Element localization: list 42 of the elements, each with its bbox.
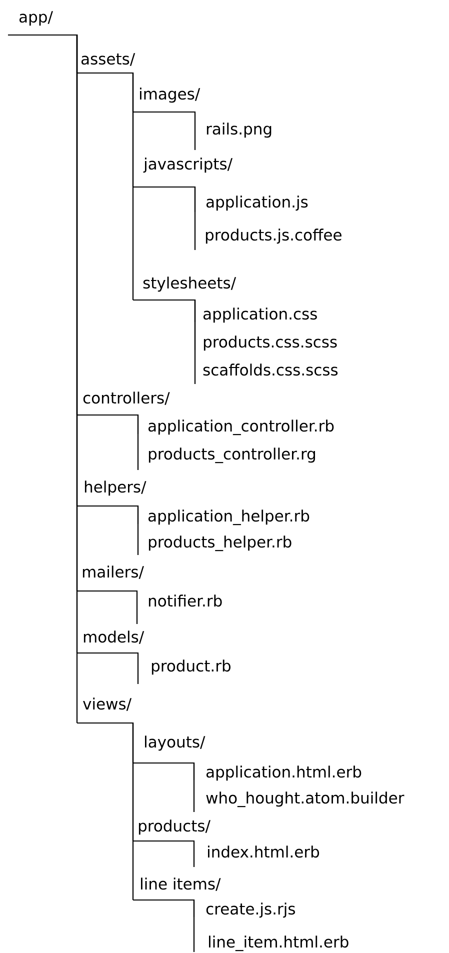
tree-connector [77, 652, 139, 684]
file-label: index.html.erb [208, 846, 320, 858]
file-label: product.rb [152, 660, 230, 675]
file-label: products.css.scss [204, 336, 337, 351]
file-label: application_controller.rb [148, 420, 334, 436]
folder-label: layouts/ [145, 736, 206, 751]
folder-label: images/ [140, 88, 200, 103]
folder-label: helpers/ [84, 480, 146, 496]
tree-connector [77, 414, 139, 470]
file-label: application.html.erb [206, 766, 362, 781]
file-label: application.js [206, 196, 308, 211]
folder-label: app/ [19, 11, 53, 26]
file-label: products_controller.rg [148, 448, 315, 464]
folder-label: mailers/ [82, 566, 144, 579]
tree-connector [133, 899, 195, 952]
folder-label: controllers/ [83, 392, 170, 405]
file-label: notifier.rb [148, 594, 222, 607]
tree-connector [77, 72, 134, 300]
folder-label: views/ [83, 698, 132, 711]
tree-connector [133, 186, 196, 250]
file-label: application_helper.rb [148, 510, 310, 526]
file-label: products_helper.rb [148, 536, 292, 552]
folder-label: assets/ [81, 53, 136, 66]
tree-connector [133, 299, 196, 384]
file-label: products.js.coffee [206, 228, 342, 244]
tree-connector [133, 840, 195, 867]
file-label: create.js.rjs [206, 902, 295, 918]
tree-connector [77, 722, 134, 900]
tree-connector [77, 505, 139, 555]
file-label: who_hought.atom.builder [206, 792, 404, 808]
folder-label: products/ [138, 820, 210, 835]
tree-connector [133, 111, 196, 150]
tree-connector [133, 762, 195, 812]
file-label: line_item.html.erb [209, 936, 348, 952]
folder-label: line items/ [141, 878, 221, 891]
file-label: scaffolds.css.scss [203, 364, 338, 376]
tree-connector [77, 590, 138, 624]
folder-label: javascripts/ [143, 158, 233, 173]
file-label: application.css [203, 308, 317, 323]
folder-label: stylesheets/ [143, 276, 236, 292]
file-label: rails.png [206, 122, 272, 138]
folder-label: models/ [84, 630, 144, 644]
